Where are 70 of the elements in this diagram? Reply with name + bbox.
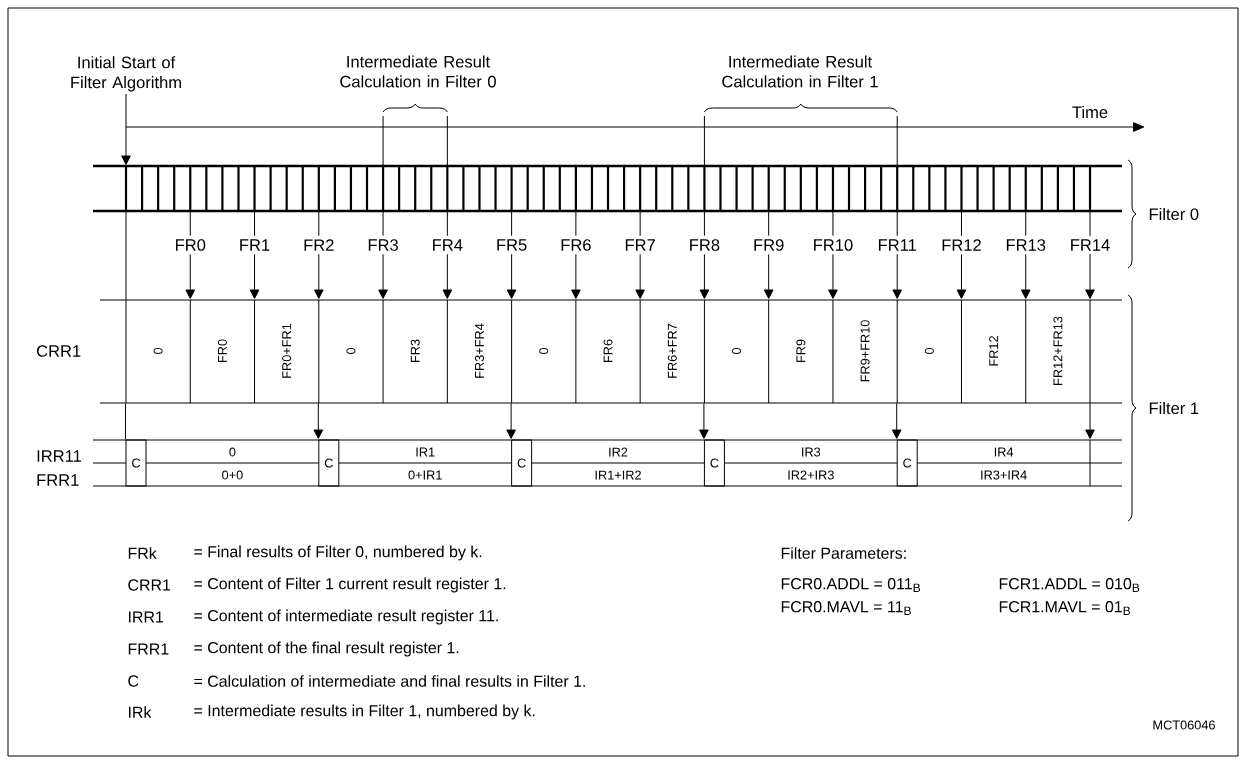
arrow	[506, 253, 517, 299]
calculation-box: C	[318, 439, 340, 487]
signal-label: FR13	[1006, 239, 1046, 251]
signal-label: FR10	[814, 239, 853, 251]
signal-label: FR14	[1071, 239, 1110, 251]
arrow	[699, 253, 710, 299]
calculation-box: C	[125, 439, 147, 487]
parameter-text: FCR0.ADDL = 011$_{B}$	[781, 578, 920, 592]
register-row: 0 FR0 FR0+FR1 0 FR3 FR3+FR4 0 FR6 FR6+FR7 0 FR9 FR9+FR10 0 FR12 FR12+FR13	[99, 299, 1123, 404]
row-label: IRR11	[37, 450, 81, 462]
parameter-heading: Filter Parameters:	[781, 547, 906, 559]
legend-definition: = Intermediate results in Filter 1, numbered by k.	[194, 704, 535, 720]
calculation-box: C	[703, 439, 725, 487]
arrow	[763, 253, 774, 299]
arrow	[249, 253, 260, 299]
signal-label: FR5	[497, 239, 527, 251]
arrow	[699, 403, 709, 439]
signal-label: FR4	[433, 239, 463, 251]
signal-label: FR6	[561, 239, 591, 251]
start-label: Initial Start of Filter Algorithm	[71, 56, 181, 92]
row-label: FRR1	[37, 474, 79, 486]
signal-label: FR8	[690, 239, 720, 251]
arrow	[828, 253, 838, 299]
signal-label: FR3	[368, 239, 398, 251]
arrow	[1085, 253, 1095, 299]
clock-pulse-drawing	[91, 164, 1124, 213]
annotation-text: Intermediate Result Calculation in Filter 1	[722, 55, 878, 88]
arrow	[506, 403, 516, 439]
axis-label: Time	[1072, 105, 1108, 119]
arrow	[1020, 253, 1031, 299]
legend-term: CRR1	[128, 579, 171, 591]
arrow	[1085, 403, 1095, 439]
signal-label: FR12	[942, 239, 981, 251]
parameter-text: FCR1.ADDL = 010$_{B}$	[999, 578, 1140, 592]
calculation-box: C	[896, 439, 918, 487]
arrow	[635, 253, 645, 299]
arrow	[378, 253, 388, 299]
signal-label: FR11	[878, 239, 916, 251]
arrow	[314, 253, 324, 299]
row-label: CRR1	[37, 345, 81, 357]
arrow	[121, 93, 131, 165]
legend-definition: = Calculation of intermediate and final results in Filter 1.	[194, 675, 585, 687]
legend-term: FRk	[128, 547, 157, 559]
legend-term: FRR1	[128, 643, 169, 655]
signal-label: FR9	[754, 239, 784, 251]
calculation-box: C	[511, 439, 533, 487]
arrow	[185, 253, 196, 299]
arrow	[892, 253, 903, 299]
arrow	[956, 253, 967, 299]
signal-label: FR0	[176, 239, 206, 251]
signal-label: FR7	[625, 239, 655, 251]
annotation-text: Intermediate Result Calculation in Filter 0	[340, 55, 496, 88]
group-label: Filter 0	[1149, 207, 1199, 221]
parameter-text: FCR1.MAVL = 01$_{B}$	[999, 601, 1131, 615]
figure-id: MCT06046	[1153, 720, 1215, 730]
legend-definition: = Content of the final result register 1.	[194, 641, 459, 657]
legend-term: C	[128, 675, 139, 687]
legend-definition: = Content of intermediate result register 11.	[194, 609, 498, 625]
legend-definition: = Final results of Filter 0, numbered by k.	[194, 545, 482, 561]
arrow	[571, 253, 581, 299]
arrow	[442, 253, 453, 299]
signal-label: FR2	[304, 239, 334, 251]
group-label: Filter 1	[1149, 401, 1199, 415]
arrow	[313, 403, 324, 439]
legend-term: IRR1	[128, 611, 164, 623]
arrow	[891, 403, 902, 439]
signal-label: FR1	[240, 239, 270, 251]
parameter-text: FCR0.MAVL = 11$_{B}$	[781, 601, 911, 615]
legend-definition: = Content of Filter 1 current result register 1.	[194, 577, 506, 593]
legend-term: IRk	[128, 706, 152, 718]
